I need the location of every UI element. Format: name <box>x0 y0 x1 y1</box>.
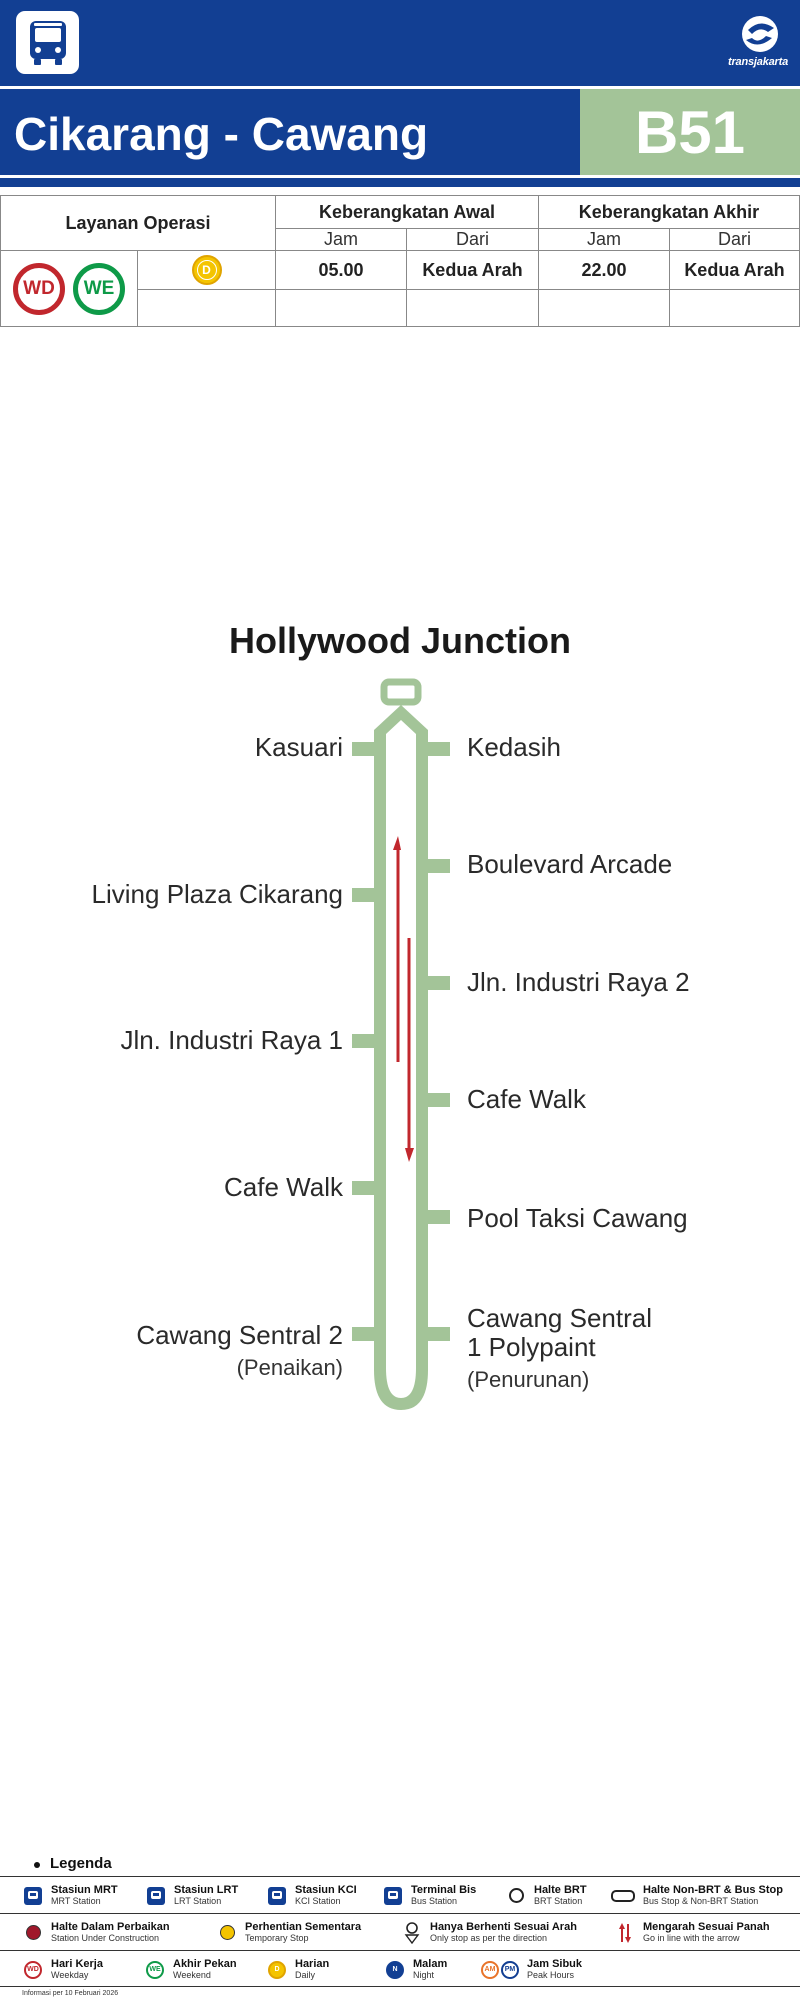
last-time-col: Jam <box>538 228 670 251</box>
bus-terminal-icon <box>384 1886 402 1905</box>
direction-arrows <box>393 836 414 1162</box>
weekday-badge: WD <box>13 262 65 315</box>
first-from-col: Dari <box>406 228 539 251</box>
left-stop: Jln. Industri Raya 1 <box>120 1025 343 1055</box>
info-date: Informasi per 10 Februari 2026 <box>22 1990 119 1997</box>
first-time-value: 05.00 <box>275 250 407 290</box>
direction-stop-icon <box>401 1921 423 1944</box>
right-stop: Cafe Walk <box>467 1084 586 1114</box>
right-stop: Cawang Sentral <box>467 1303 652 1333</box>
weekend-badge: WE <box>73 262 125 315</box>
logo-text: transjakarta <box>728 56 788 68</box>
lrt-station-icon <box>147 1886 165 1905</box>
route-title-bar: Cikarang - Cawang B51 <box>0 89 800 175</box>
legend-title: Legenda <box>50 1855 112 1872</box>
under-construction-icon <box>25 1925 41 1940</box>
weekday-icon: WD <box>24 1960 42 1979</box>
right-stop: Jln. Industri Raya 2 <box>467 967 690 997</box>
right-stop-note: (Penurunan) <box>467 1367 590 1392</box>
last-from-col: Dari <box>669 228 800 251</box>
daily-badge: D <box>196 260 217 280</box>
empty-cell <box>275 289 407 327</box>
route-name: Cikarang - Cawang <box>14 108 429 160</box>
route-code-box: B51 <box>580 89 800 175</box>
non-brt-stop-icon <box>611 1889 635 1902</box>
service-badges-cell: WD WE <box>0 250 138 327</box>
service-header: Layanan Operasi <box>0 195 276 251</box>
schedule-table: Layanan Operasi Keberangkatan Awal Keber… <box>0 195 800 327</box>
empty-cell <box>538 289 670 327</box>
daily-icon: D <box>268 1960 286 1979</box>
right-stop: 1 Polypaint <box>467 1332 596 1362</box>
right-stop: Boulevard Arcade <box>467 849 673 879</box>
right-stop: Kedasih <box>467 732 561 762</box>
first-from-value: Kedua Arah <box>406 250 539 290</box>
last-time-value: 22.00 <box>538 250 670 290</box>
last-departure-header: Keberangkatan Akhir <box>538 195 800 229</box>
kci-station-icon <box>268 1886 286 1905</box>
empty-cell <box>406 289 539 327</box>
left-stop-note: (Penaikan) <box>236 1355 343 1380</box>
left-stop: Cawang Sentral 2 <box>136 1320 343 1350</box>
first-time-col: Jam <box>275 228 407 251</box>
last-from-value: Kedua Arah <box>669 250 800 290</box>
temporary-stop-icon <box>219 1925 235 1940</box>
brt-stop-icon <box>508 1888 524 1903</box>
mrt-station-icon <box>24 1886 42 1905</box>
peak-hours-icon: AM PM <box>480 1959 520 1981</box>
left-stop: Living Plaza Cikarang <box>91 879 343 909</box>
arrow-direction-icon <box>614 1922 636 1944</box>
night-icon: N <box>386 1960 404 1979</box>
empty-cell <box>669 289 800 327</box>
top-header-bar: transjakarta <box>0 0 800 86</box>
left-stop: Kasuari <box>254 732 343 762</box>
route-code: B51 <box>634 98 746 166</box>
transjakarta-logo-icon <box>742 16 778 52</box>
route-line <box>352 678 450 1410</box>
bus-icon <box>16 11 79 74</box>
empty-cell <box>137 289 276 327</box>
weekend-icon: WE <box>146 1960 164 1979</box>
right-stop: Pool Taksi Cawang <box>467 1203 688 1233</box>
daily-badge-cell: D <box>137 250 276 290</box>
first-departure-header: Keberangkatan Awal <box>275 195 539 229</box>
left-stop: Cafe Walk <box>224 1172 343 1202</box>
destination-title: Hollywood Junction <box>229 620 571 661</box>
